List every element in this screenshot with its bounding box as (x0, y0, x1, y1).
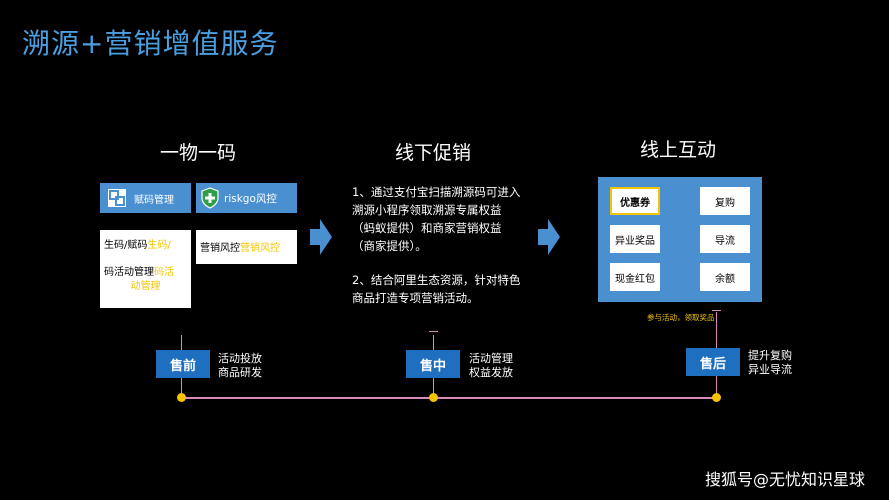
code-line-2-text: 码活动管理 (104, 267, 154, 278)
code-line-1: 生码/赋码生码/ (104, 238, 187, 254)
column-heading-online: 线上互动 (639, 139, 716, 161)
stage-aftersale-desc-2: 异业导流 (748, 363, 792, 376)
online-interaction-panel: 优惠券 复购 异业奖品 导流 现金红包 余额 (598, 177, 762, 302)
card-code-body: 生码/赋码生码/ 码活动管理码活 动管理 (100, 230, 191, 308)
stage-presale: 售前 (156, 350, 210, 378)
card-risk-header: riskgo风控 (196, 183, 297, 213)
stage-insale: 售中 (406, 350, 460, 378)
card-risk-body: 营销风控营销风控 (196, 230, 297, 264)
coupon-button[interactable]: 优惠券 (610, 187, 660, 215)
timeline-dot-aftersale (712, 393, 721, 402)
repurchase-button[interactable]: 复购 (700, 187, 750, 215)
card-risk-header-label: riskgo风控 (224, 192, 277, 205)
stage-aftersale-desc: 提升复购 异业导流 (748, 349, 792, 377)
timeline-line (181, 397, 717, 399)
promo-desc-1: 1、通过支付宝扫描溯源码可进入溯源小程序领取溯源专属权益（蚂蚁提供）和商家营销权… (352, 185, 521, 253)
page-title: 溯源+营销增值服务 (22, 27, 279, 60)
stage-aftersale: 售后 (686, 348, 740, 376)
traffic-button[interactable]: 导流 (700, 225, 750, 253)
shield-plus-icon (201, 187, 219, 209)
stage-presale-desc-1: 活动投放 (218, 352, 262, 365)
code-line-1-highlight: 生码/ (147, 240, 171, 251)
stage-insale-desc-2: 权益发放 (469, 366, 513, 379)
card-risk-control: riskgo风控 (196, 183, 297, 213)
column-heading-code: 一物一码 (159, 142, 236, 164)
stage-insale-desc-1: 活动管理 (469, 352, 513, 365)
stage-insale-desc: 活动管理 权益发放 (469, 352, 513, 380)
stage-aftersale-desc-1: 提升复购 (748, 349, 792, 362)
code-line-3: 动管理 (130, 281, 161, 292)
column-heading-offline: 线下促销 (394, 142, 471, 164)
timeline-dot-presale (177, 393, 186, 402)
timeline-dot-insale (429, 393, 438, 402)
promo-description: 1、通过支付宝扫描溯源码可进入溯源小程序领取溯源专属权益（蚂蚁提供）和商家营销权… (352, 183, 522, 307)
online-note: 参与活动，领取奖品 (647, 313, 715, 322)
arrow-right-icon-2 (538, 219, 560, 255)
watermark: 搜狐号@无忧知识星球 (704, 470, 865, 489)
risk-line-text: 营销风控 (200, 243, 240, 254)
card-code-management: 赋码管理 (100, 183, 191, 213)
connector-cap-3 (712, 310, 721, 311)
stage-presale-desc-2: 商品研发 (218, 366, 262, 379)
connector-cap-2 (429, 331, 438, 332)
card-code-header: 赋码管理 (100, 183, 191, 213)
arrow-right-icon-1 (310, 219, 332, 255)
code-line-2: 码活动管理码活 (104, 266, 187, 280)
promo-desc-2: 2、结合阿里生态资源，针对特色商品打造专项营销活动。 (352, 273, 521, 305)
stage-presale-desc: 活动投放 商品研发 (218, 352, 262, 380)
risk-line-highlight: 营销风控 (240, 243, 280, 254)
code-line-1-text: 生码/赋码 (104, 240, 148, 251)
cash-redpacket-button[interactable]: 现金红包 (610, 263, 660, 291)
qr-code-icon (108, 189, 126, 207)
card-code-header-label: 赋码管理 (134, 194, 174, 206)
balance-button[interactable]: 余额 (700, 263, 750, 291)
cross-prize-button[interactable]: 异业奖品 (610, 225, 660, 253)
code-line-2-highlight: 码活 (154, 267, 174, 278)
